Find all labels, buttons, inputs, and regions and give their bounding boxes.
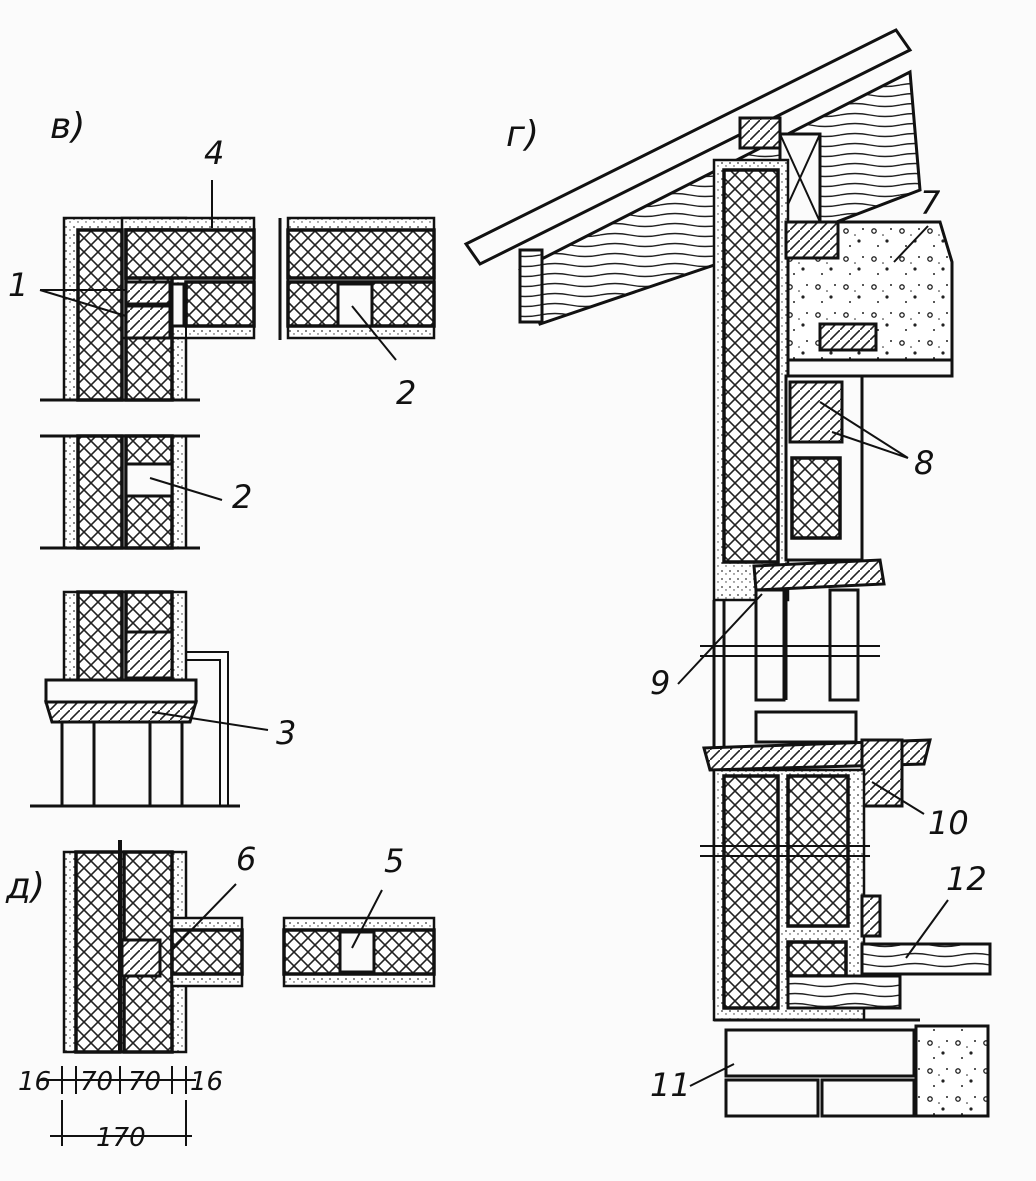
panel-v-wall-segment-2 (40, 434, 200, 550)
callout-5: 5 (384, 842, 404, 880)
dimension-lines (40, 1066, 196, 1146)
g-lower-break (700, 845, 870, 857)
g-brick-a (724, 1078, 820, 1118)
g-roof-sheet (463, 28, 913, 266)
v-wood-block-1a (124, 280, 172, 306)
callout-12: 12 (946, 860, 987, 898)
v-inner-edge (185, 326, 254, 339)
panel-g-section (463, 28, 992, 1118)
v-gap (170, 282, 186, 328)
v2-insulation-top (286, 228, 436, 280)
dim-170-total: 170 (96, 1123, 146, 1153)
v-horizontal-insulation-top (124, 228, 256, 280)
g-fascia (518, 248, 544, 324)
panel-v-corner-section (40, 216, 256, 402)
v4-trim-outer (186, 651, 229, 806)
v4-insulation-outer (76, 590, 124, 690)
g-ceiling-board (786, 358, 954, 378)
v3-insulation-outer (76, 434, 124, 550)
callout-7: 7 (920, 184, 941, 222)
leader-lines (39, 180, 949, 1087)
v4-window-frame-3 (43, 700, 199, 724)
d-insulation-outer (74, 850, 122, 1054)
callout-3: 3 (276, 714, 296, 752)
v4-trim-inner (186, 659, 221, 806)
panel-label-g: г) (506, 114, 539, 155)
g-lower-insulation-b (786, 774, 850, 928)
panel-d-section (62, 840, 244, 1054)
g-window-head-9 (752, 558, 886, 592)
g-foundation-11 (724, 1028, 916, 1078)
dim-70-right: 70 (128, 1067, 161, 1097)
callout-10: 10 (928, 804, 969, 842)
panel-label-v: в) (50, 106, 85, 147)
g-ceiling-joist (818, 322, 878, 352)
callout-2a: 2 (396, 374, 416, 412)
panel-label-d: д) (5, 866, 45, 907)
callout-4: 4 (204, 134, 224, 172)
panel-d-straight (282, 916, 436, 988)
g-break-mark (700, 645, 880, 657)
g-purlin (738, 116, 782, 150)
g-floor-beam (786, 974, 902, 1010)
d-stud-6 (120, 938, 162, 978)
v-horizontal-insulation-bottom (184, 280, 256, 328)
v2-stud-2 (336, 282, 374, 328)
panel-v-straight-section (278, 216, 436, 340)
g-wall-insulation (722, 168, 780, 564)
callout-1: 1 (8, 266, 28, 304)
v4-lintel (124, 630, 174, 680)
d-tee-insulation (170, 928, 244, 976)
g-skirting (860, 894, 882, 938)
v-wall-insulation-outer (76, 228, 124, 402)
v3-stud-2 (124, 462, 174, 498)
g-sill-frame (754, 710, 858, 744)
g-lintel-8b (790, 456, 842, 540)
v4-sash-left (60, 720, 96, 808)
v4-frame-top (44, 678, 198, 704)
g-lower-insulation-a (722, 774, 780, 1010)
callout-8: 8 (914, 444, 934, 482)
panel-v-window-section (30, 590, 240, 808)
g-ceiling-block (784, 220, 840, 260)
callout-6: 6 (236, 840, 256, 878)
dim-70-left: 70 (80, 1067, 113, 1097)
dim-16-right: 16 (190, 1067, 223, 1097)
g-floor-block (786, 940, 848, 978)
g-floor-12 (860, 942, 992, 976)
g-brick-b (820, 1078, 916, 1118)
callout-11: 11 (650, 1066, 691, 1104)
v-wood-block-1b (124, 304, 172, 340)
callout-2b: 2 (232, 478, 252, 516)
g-concrete-base (914, 1024, 990, 1118)
callout-9: 9 (650, 664, 670, 702)
dim-16-left: 16 (18, 1067, 51, 1097)
v4-sash-right (148, 720, 184, 808)
